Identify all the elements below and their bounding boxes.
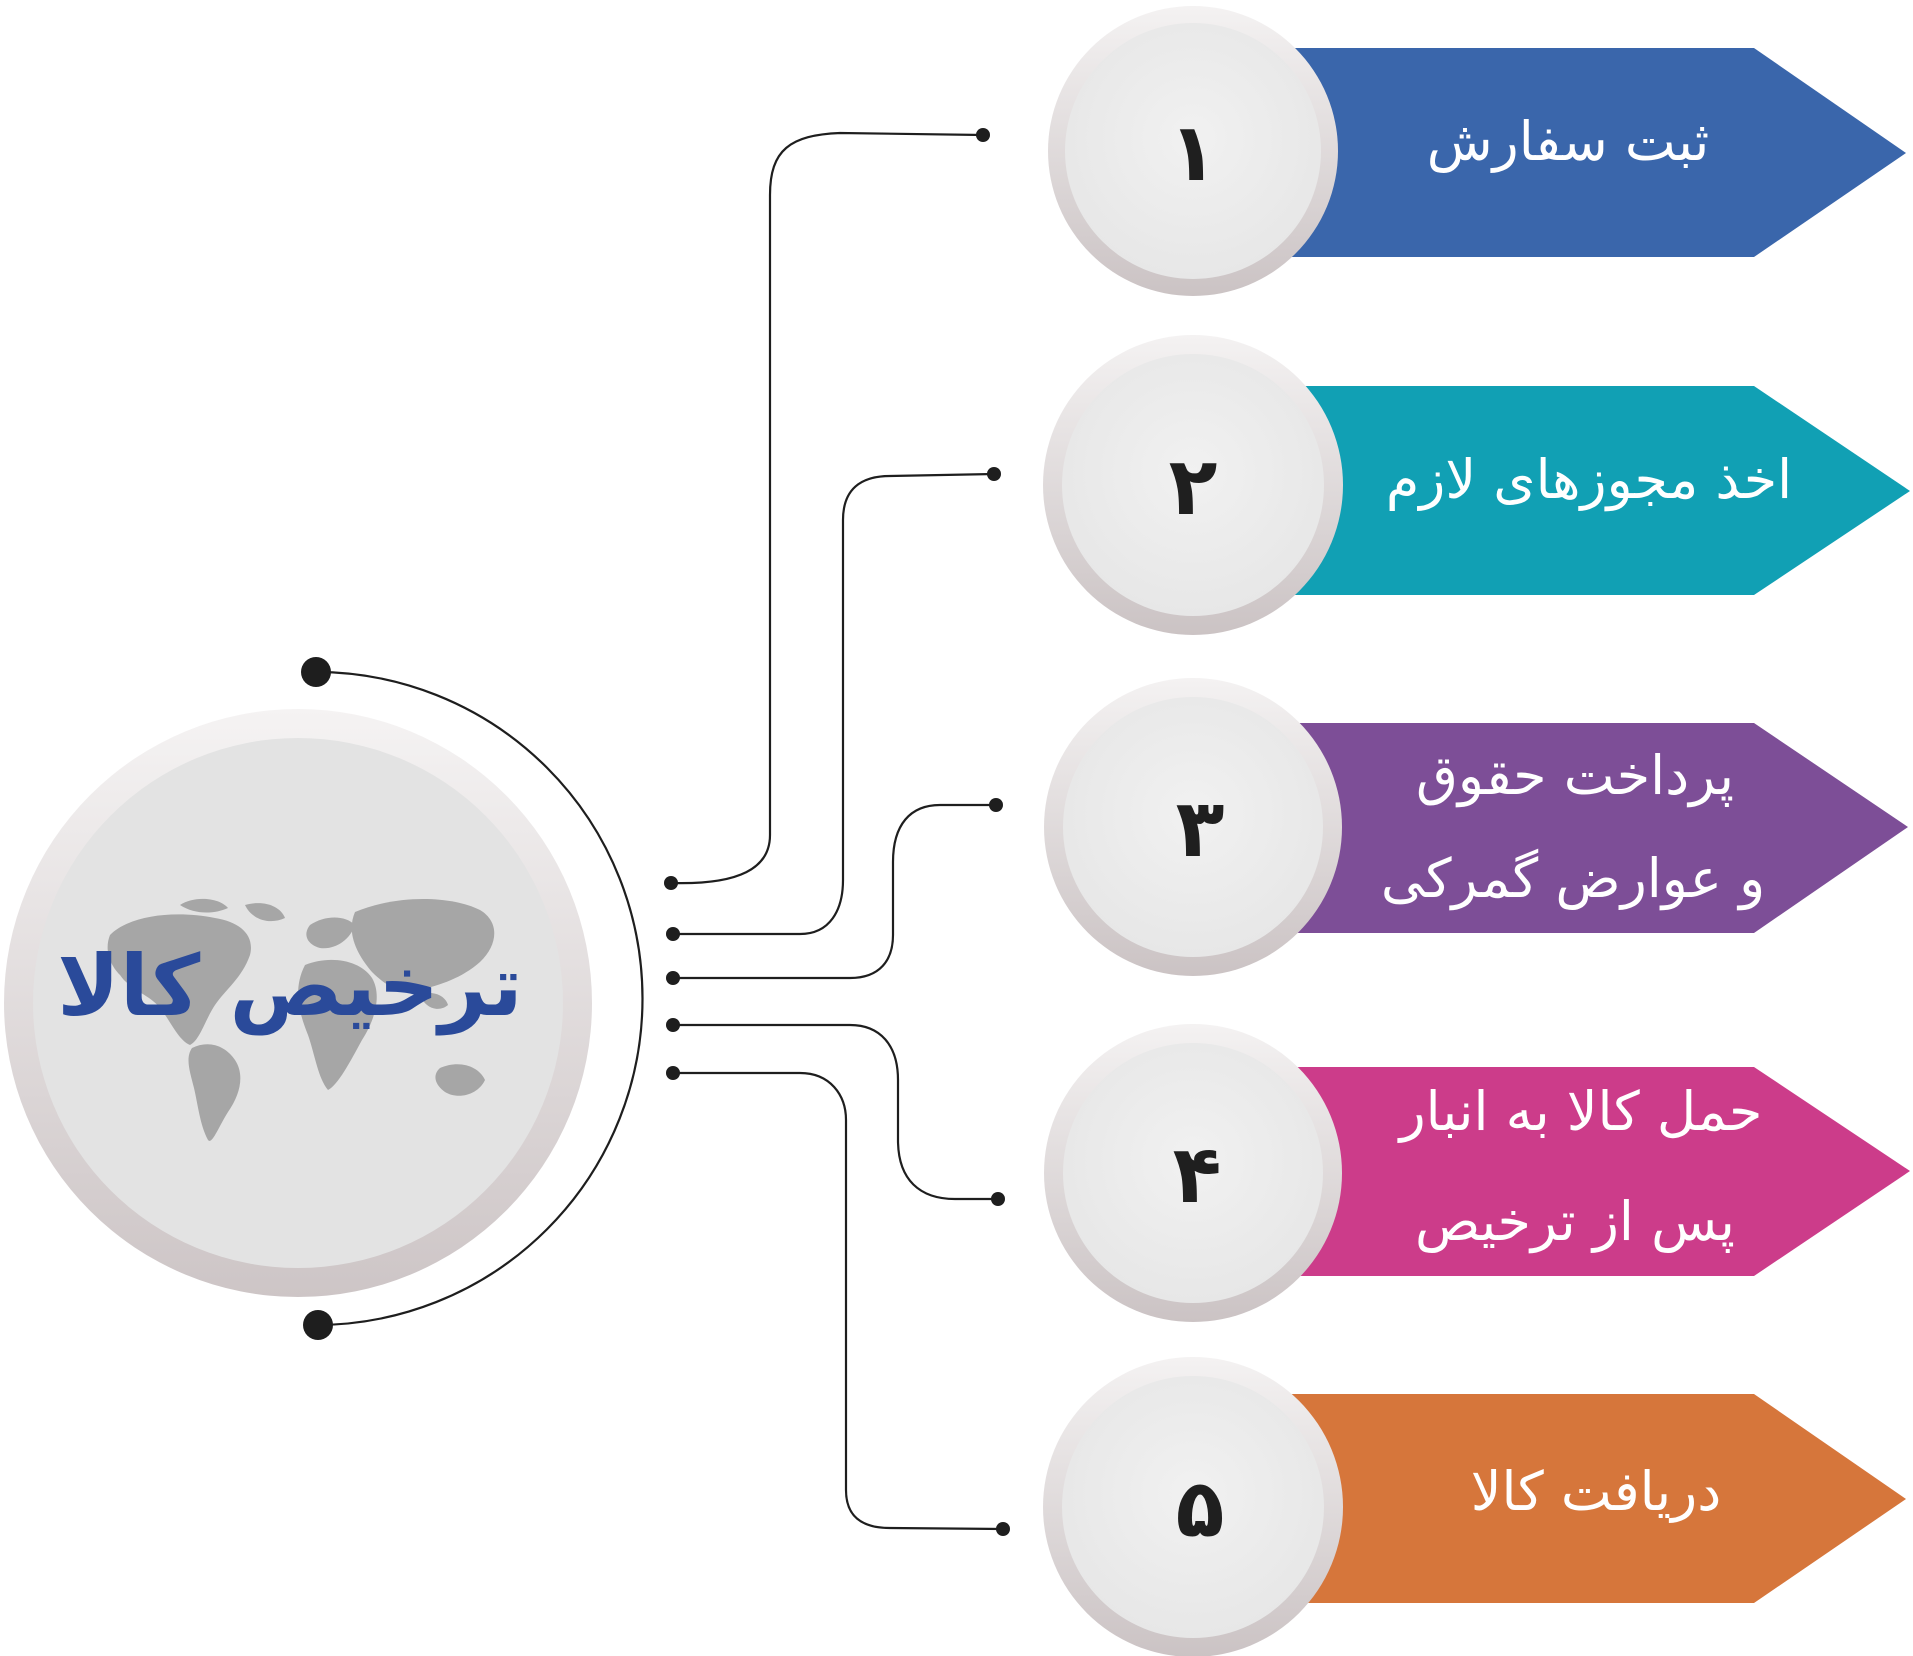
step-1-number: ۱ (1169, 106, 1218, 199)
step-1-banner[interactable] (1290, 48, 1906, 257)
step-1-circle (1065, 23, 1321, 279)
step-circles (1043, 6, 1343, 1656)
step-4-number: ۴ (1173, 1128, 1222, 1221)
step-banners (1290, 48, 1910, 1603)
hub-inner-disc (33, 738, 563, 1268)
step-1-label: ثبت سفارش (1427, 110, 1710, 173)
step-4-banner[interactable] (1290, 1067, 1910, 1276)
step-5-circle (1062, 1376, 1324, 1638)
step-4-label-line-2: پس از ترخیص (1415, 1190, 1735, 1253)
step-2-number: ۲ (1169, 440, 1218, 533)
world-map-icon (107, 898, 495, 1141)
step-2-circle (1062, 354, 1324, 616)
step-labels: ثبت سفارش اخذ مجوزهای لازم پرداخت حقوق و… (1381, 110, 1792, 1523)
step-numbers: ۱ ۲ ۳ ۴ ۵ (1169, 106, 1225, 1555)
step-3-circle (1063, 697, 1323, 957)
step-5-banner[interactable] (1290, 1394, 1906, 1603)
step-2-label: اخذ مجوزهای لازم (1386, 448, 1792, 511)
hub-arc-bottom-dot (303, 1310, 333, 1340)
step-3-label-line-2: و عوارض گمرکی (1381, 847, 1765, 910)
hub-title: ترخیص کالا (57, 937, 522, 1036)
connectors (664, 128, 1010, 1536)
step-4-circle (1063, 1043, 1323, 1303)
hub-arc (315, 670, 644, 1327)
step-5-number: ۵ (1176, 1462, 1225, 1555)
hub-arc-top-dot (301, 657, 331, 687)
step-4-label-line-1: حمل کالا به انبار (1397, 1080, 1763, 1143)
step-3-banner[interactable] (1290, 723, 1908, 933)
step-3-number: ۳ (1176, 782, 1225, 875)
hub: ترخیص کالا (4, 657, 644, 1340)
step-2-banner[interactable] (1290, 386, 1910, 595)
step-3-label-line-1: پرداخت حقوق (1416, 744, 1734, 807)
step-5-label: دریافت کالا (1471, 1460, 1722, 1523)
